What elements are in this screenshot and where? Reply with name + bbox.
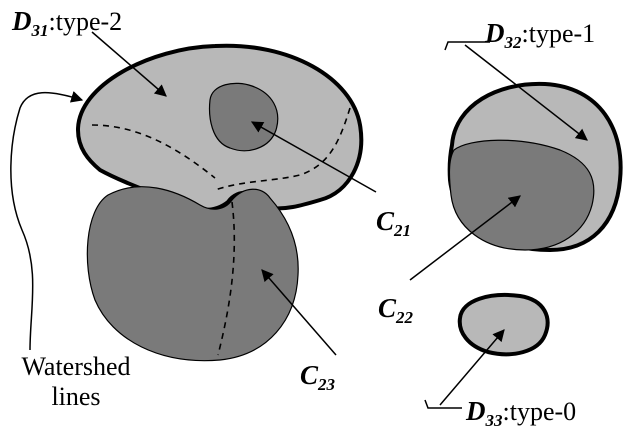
- label-d32-subscript: 32: [504, 33, 522, 52]
- label-watershed-lines: Watershed lines: [6, 352, 146, 412]
- pointer-d33-arrow: [439, 329, 505, 406]
- pointer-d33: [424, 399, 462, 409]
- pointer-d32: [444, 41, 490, 51]
- label-c22: C22: [378, 293, 414, 327]
- label-d31-suffix: :type-2: [48, 7, 123, 36]
- label-d33-suffix: :type-0: [502, 397, 577, 426]
- label-c21-subscript: 21: [394, 221, 412, 240]
- pointer-c21: [250, 121, 377, 193]
- watershed-line-1: [91, 124, 216, 179]
- region-c21: [208, 82, 279, 152]
- label-c21: C21: [376, 206, 412, 240]
- pointer-watershed: [10, 91, 84, 351]
- label-watershed-line1: Watershed: [21, 352, 131, 381]
- label-d33-symbol: D: [466, 396, 486, 426]
- pointer-c23: [261, 269, 337, 356]
- label-d32-suffix: :type-1: [521, 19, 596, 48]
- label-d33-subscript: 33: [485, 411, 503, 430]
- label-c23-subscript: 23: [318, 375, 336, 394]
- label-c22-subscript: 22: [396, 308, 414, 327]
- label-d32: D32:type-1: [485, 18, 596, 52]
- region-c23: [86, 186, 299, 362]
- region-d33: [457, 293, 550, 357]
- pointer-d31: [91, 31, 167, 97]
- pointer-c22: [409, 195, 521, 281]
- watershed-line-2: [214, 107, 351, 191]
- label-d33: D33:type-0: [466, 396, 577, 430]
- label-c23: C23: [300, 360, 336, 394]
- label-d31: D31:type-2: [12, 6, 123, 40]
- watershed-line-3: [217, 201, 236, 356]
- label-d31-symbol: D: [12, 6, 32, 36]
- label-watershed-line2: lines: [51, 382, 101, 411]
- label-c23-symbol: C: [300, 360, 319, 390]
- label-c22-symbol: C: [378, 293, 397, 323]
- label-d32-symbol: D: [485, 18, 505, 48]
- pointer-d32-arrow: [464, 44, 588, 141]
- label-c21-symbol: C: [376, 206, 395, 236]
- label-d31-subscript: 31: [31, 21, 49, 40]
